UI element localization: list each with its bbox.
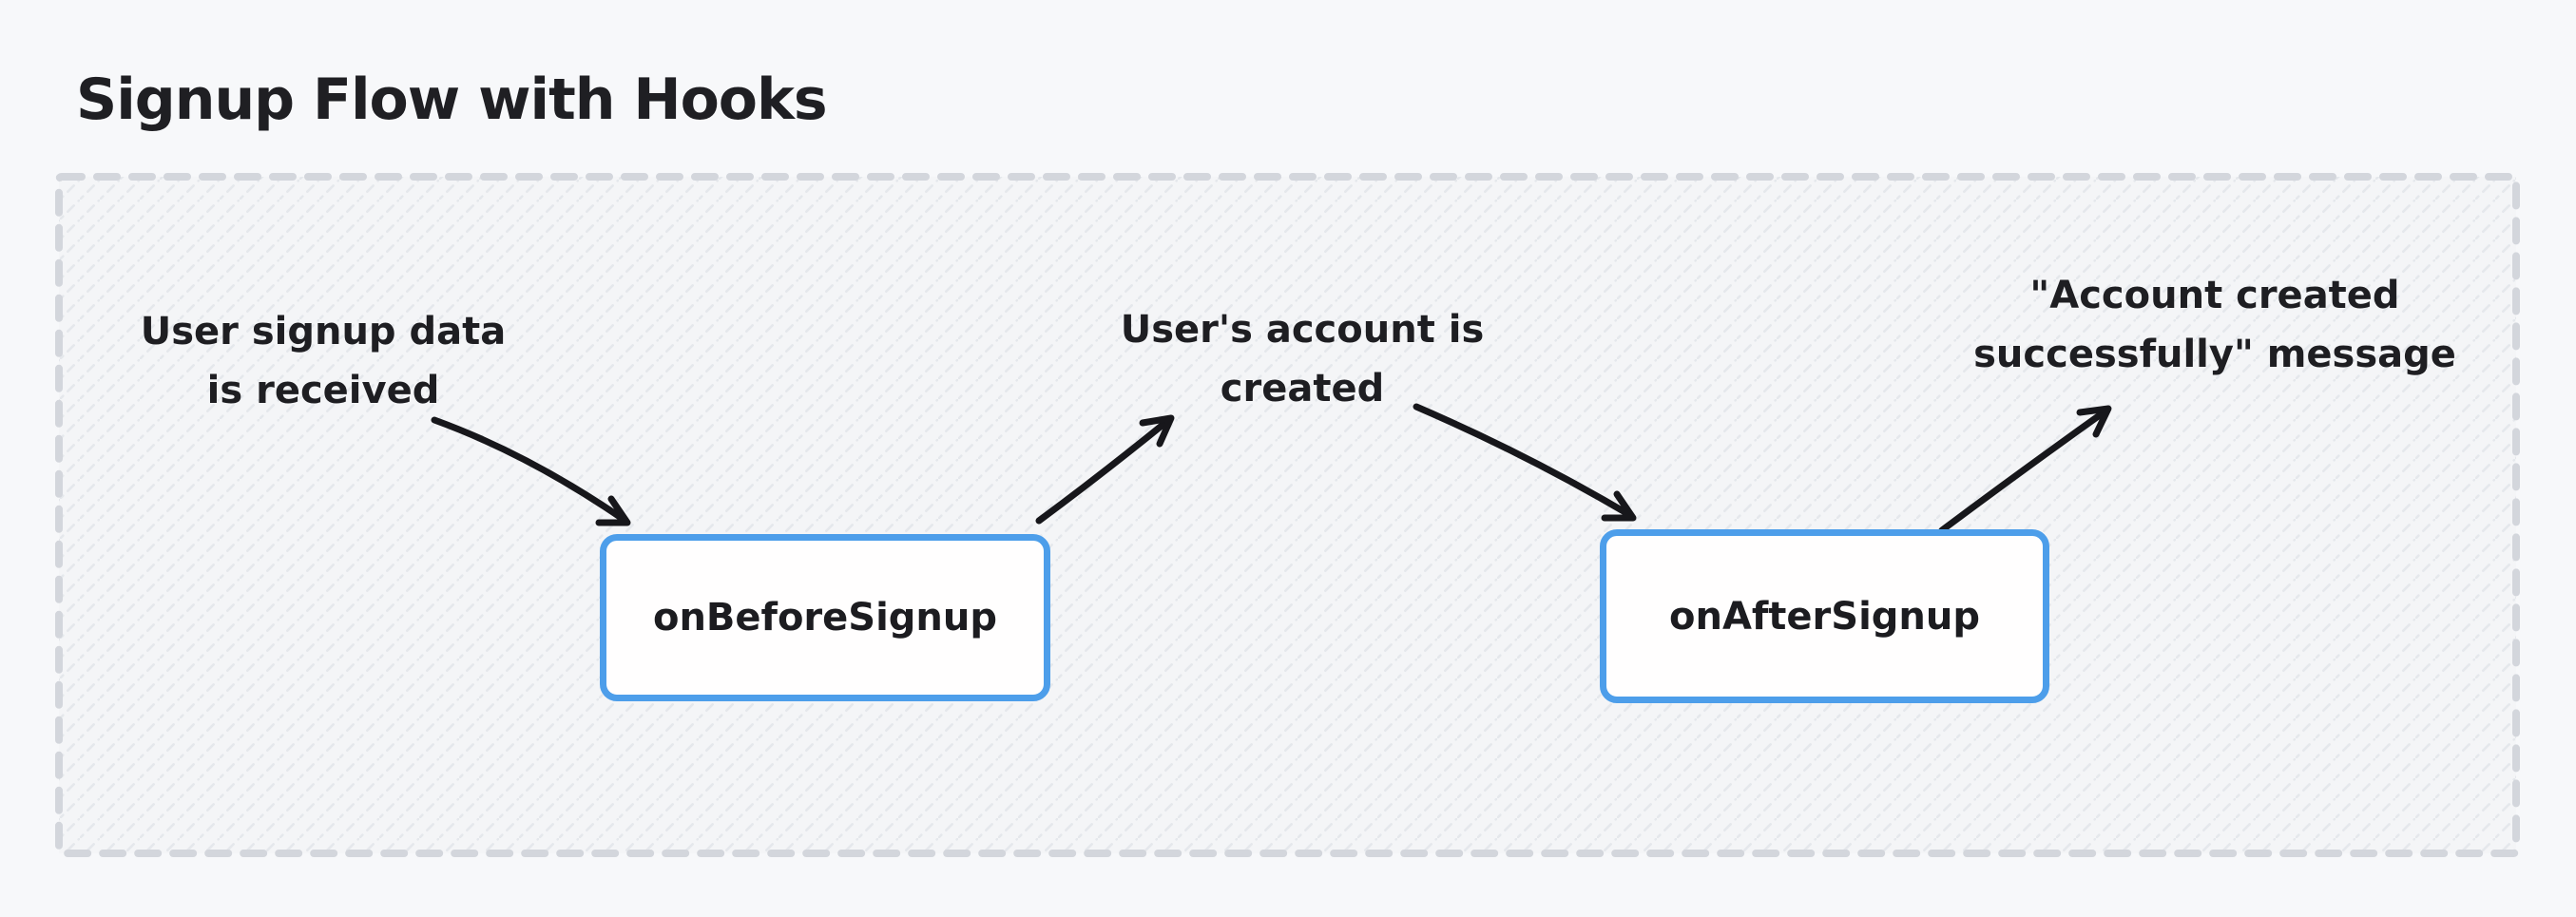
arrowhead-icon bbox=[1601, 490, 1637, 522]
flow-container-dashed-border bbox=[55, 173, 2520, 857]
arrow-account-to-after-hook bbox=[1413, 403, 1637, 522]
arrow-before-hook-to-account bbox=[1035, 414, 1175, 525]
page-title: Signup Flow with Hooks bbox=[76, 67, 828, 133]
arrowhead-icon bbox=[2076, 405, 2112, 438]
label-line: is received bbox=[206, 369, 440, 412]
label-line: User's account is bbox=[1120, 308, 1485, 352]
arrow-input-to-before-hook bbox=[431, 416, 631, 526]
flow-container-hatch bbox=[59, 177, 2516, 853]
node-label: onAfterSignup bbox=[1668, 594, 1981, 639]
label-line: "Account created bbox=[2029, 274, 2400, 317]
node-on-after-signup: onAfterSignup bbox=[1600, 529, 2049, 703]
label-user-signup-data: User signup data is received bbox=[57, 302, 589, 420]
label-line: successfully" message bbox=[1973, 333, 2456, 376]
label-account-created: User's account is created bbox=[1036, 300, 1568, 418]
label-success-message: "Account created successfully" message bbox=[1911, 266, 2519, 384]
label-line: User signup data bbox=[140, 310, 507, 353]
arrow-after-hook-to-message bbox=[1938, 405, 2112, 534]
arrowhead-icon bbox=[595, 495, 631, 526]
node-on-before-signup: onBeforeSignup bbox=[600, 534, 1050, 701]
label-line: created bbox=[1220, 367, 1385, 411]
arrowhead-icon bbox=[1139, 414, 1175, 448]
node-label: onBeforeSignup bbox=[652, 596, 998, 640]
